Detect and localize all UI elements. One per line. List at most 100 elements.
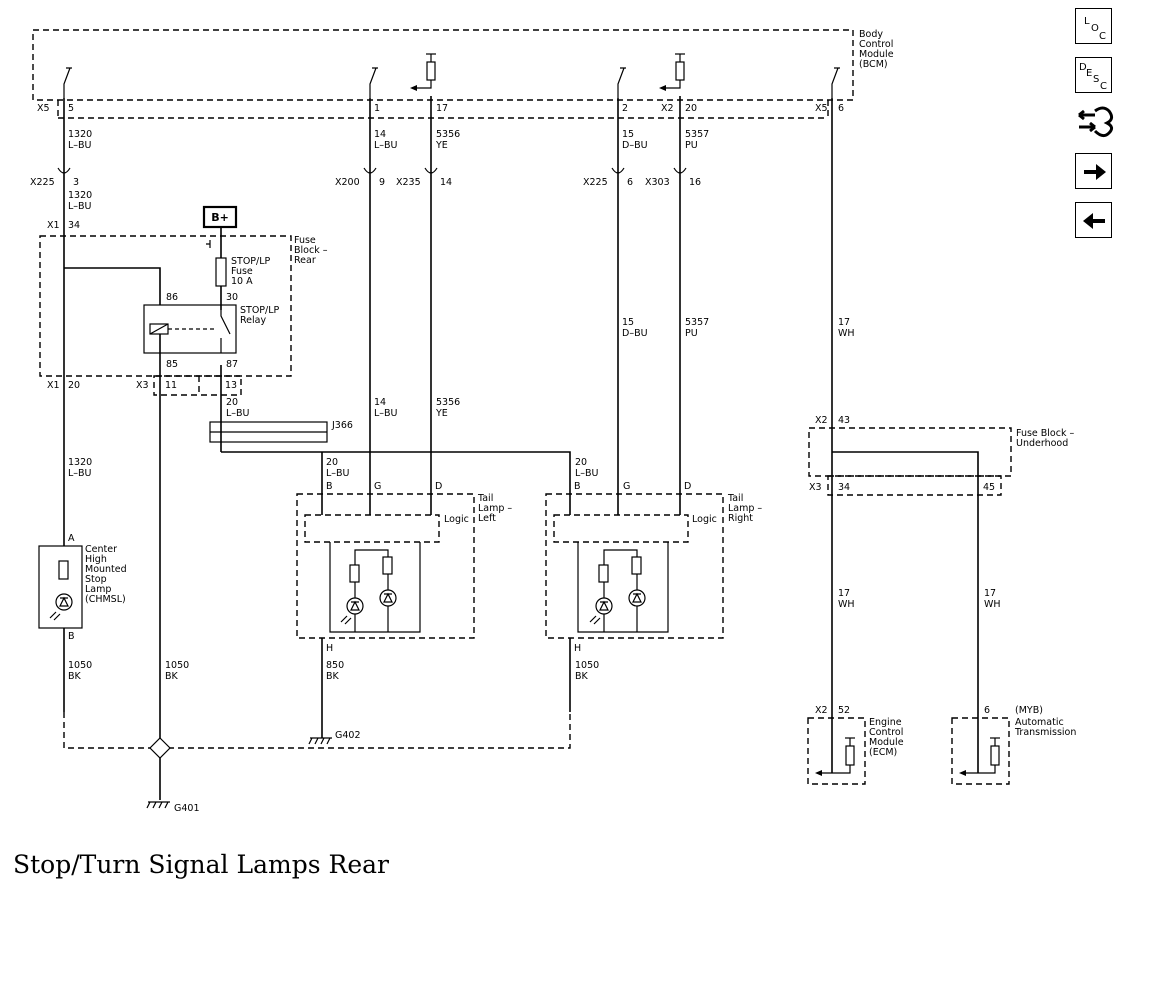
automatic-transmission: (MYB) Automatic Transmission (951, 705, 1076, 785)
connector-x235: X235 (396, 177, 421, 188)
tail-right-label-1: Tail (727, 493, 743, 504)
wire-1320-b-color: L–BU (68, 201, 92, 212)
arrow-right-icon[interactable] (1075, 153, 1112, 189)
diagram-title: Stop/Turn Signal Lamps Rear (13, 850, 389, 879)
connector-x2-c: X2 (815, 705, 828, 716)
tail-right-pin-b: B (574, 481, 581, 492)
fuse-label-2: Fuse (231, 266, 253, 277)
fuse-label-1: STOP/LP (231, 256, 271, 267)
myb-label-2: Automatic (1015, 717, 1064, 728)
chmsl-pin-b: B (68, 631, 75, 642)
tail-right-label-3: Right (728, 513, 753, 524)
pin-30: 30 (226, 292, 238, 303)
connector-x5-b: X5 (815, 103, 828, 114)
pin-2: 2 (622, 103, 628, 114)
wire-20-c-color: L–BU (575, 468, 599, 479)
tail-left-logic-label: Logic (444, 514, 469, 525)
wire-5356-a-color: YE (435, 140, 448, 151)
myb-label-1: (MYB) (1015, 705, 1043, 716)
wire-20-b-color: L–BU (326, 468, 350, 479)
wire-17-a-color: WH (838, 328, 855, 339)
desc-letter-e: E (1086, 68, 1092, 79)
wire-17-b-color: WH (838, 599, 855, 610)
wire-17-b-num: 17 (838, 588, 850, 599)
tail-left-pin-b: B (326, 481, 333, 492)
pin-3: 3 (73, 177, 79, 188)
wire-850-color: BK (326, 671, 340, 682)
loc-letter-l: L (1084, 16, 1090, 27)
wire-1320-a-color: L–BU (68, 140, 92, 151)
desc-letter-c: C (1100, 81, 1107, 92)
wire-5357-a-color: PU (685, 140, 698, 151)
tail-left-pin-d: D (435, 481, 442, 492)
connector-x225-a: X225 (30, 177, 55, 188)
wire-17-c-num: 17 (984, 588, 996, 599)
connector-x200: X200 (335, 177, 360, 188)
ground-g401: G401 (146, 801, 200, 814)
loc-letter-o: O (1091, 23, 1099, 34)
splice-j366: J366 (209, 420, 353, 443)
pin-14: 14 (440, 177, 452, 188)
relay-label-2: Relay (240, 315, 266, 326)
wire-1050-a-color: BK (68, 671, 82, 682)
wire-20-a-num: 20 (226, 397, 238, 408)
ecm-label-2: Control (869, 727, 903, 738)
wire-17-a-num: 17 (838, 317, 850, 328)
connector-x1-bot: X1 (47, 380, 60, 391)
desc-letter-s: S (1093, 74, 1099, 85)
connector-x225-b: X225 (583, 177, 608, 188)
connector-x3-a: X3 (136, 380, 149, 391)
battery-positive: B+ (202, 205, 238, 229)
ecm-label-3: Module (869, 737, 904, 748)
tail-right-label-2: Lamp – (728, 503, 762, 514)
bcm-label-4: (BCM) (859, 59, 888, 70)
wire-1050-b-num: 1050 (165, 660, 189, 671)
chmsl-label-5: Lamp (85, 584, 111, 595)
underhood-label-2: Underhood (1016, 438, 1068, 449)
tail-left-label-2: Lamp – (478, 503, 512, 514)
relay-label-1: STOP/LP (240, 305, 280, 316)
arrow-left-icon[interactable] (1075, 202, 1112, 238)
tail-right-pin-g: G (623, 481, 630, 492)
connector-x1-top: X1 (47, 220, 60, 231)
wire-15-a-num: 15 (622, 129, 634, 140)
wire-1050-b-color: BK (165, 671, 179, 682)
tail-lamp-left: Logic Tail Lamp – Left B G D H (296, 481, 512, 654)
pin-20: 20 (685, 103, 697, 114)
fuse-block-underhood: Fuse Block – Underhood (808, 427, 1074, 496)
chmsl-label-2: High (85, 554, 107, 565)
wire-850-num: 850 (326, 660, 344, 671)
chmsl-label-3: Mounted (85, 564, 127, 575)
connector-x2-b: X2 (815, 415, 828, 426)
pin-34b: 34 (838, 482, 850, 493)
b-plus-label: B+ (211, 211, 229, 224)
description-icon[interactable]: D E S C (1075, 57, 1112, 93)
ecm-label-1: Engine (869, 717, 902, 728)
pin-5: 5 (68, 103, 74, 114)
chmsl-lamp: Center High Mounted Stop Lamp (CHMSL) A … (38, 533, 127, 642)
wire-20-a-color: L–BU (226, 408, 250, 419)
tail-lamp-right: Logic Tail Lamp – Right B G D H (545, 481, 762, 654)
pin-87: 87 (226, 359, 238, 370)
wire-1050-c-color: BK (575, 671, 589, 682)
wire-5356-b-num: 5356 (436, 397, 460, 408)
pin-45: 45 (983, 482, 995, 493)
location-icon[interactable]: L O C (1075, 8, 1112, 44)
wire-1050-a-num: 1050 (68, 660, 92, 671)
pin-16: 16 (689, 177, 701, 188)
wire-1320-a-num: 1320 (68, 129, 92, 140)
pin-52: 52 (838, 705, 850, 716)
wire-17-c-color: WH (984, 599, 1001, 610)
wire-15-a-color: D–BU (622, 140, 648, 151)
chmsl-label-6: (CHMSL) (85, 594, 126, 605)
splice-label: J366 (331, 420, 353, 431)
pin-43: 43 (838, 415, 850, 426)
tail-left-pin-h: H (326, 643, 333, 654)
bcm-label-2: Control (859, 39, 893, 50)
fuse-block-rear-label-3: Rear (294, 255, 316, 266)
g402-label: G402 (335, 730, 361, 741)
connector-icon[interactable] (1075, 101, 1115, 141)
bcm-label-1: Body (859, 29, 883, 40)
pin-13: 13 (225, 380, 237, 391)
